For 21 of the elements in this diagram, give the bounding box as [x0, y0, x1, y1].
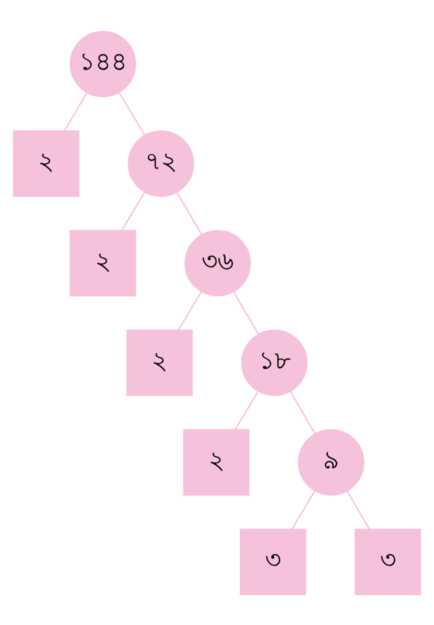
- node-circle: ১৮: [241, 329, 308, 396]
- connector: [233, 291, 260, 334]
- node-box: ৩: [240, 528, 306, 595]
- connector: [64, 92, 88, 131]
- connector: [290, 390, 316, 434]
- node-box: ২: [70, 230, 136, 296]
- node-box: ২: [183, 428, 250, 496]
- node-box: ২: [12, 130, 80, 196]
- node-circle: ৯: [298, 428, 364, 496]
- connector: [291, 490, 316, 530]
- node-box: ২: [126, 329, 193, 396]
- connector: [176, 192, 202, 234]
- connector: [234, 390, 259, 430]
- node-circle: ১৪৪: [70, 30, 136, 97]
- connector: [346, 490, 370, 530]
- connector: [118, 92, 146, 135]
- node-circle: ৭২: [128, 130, 194, 196]
- connector: [121, 191, 146, 230]
- node-box: ৩: [354, 528, 422, 595]
- connector: [178, 290, 202, 330]
- node-circle: ৩৬: [184, 230, 251, 296]
